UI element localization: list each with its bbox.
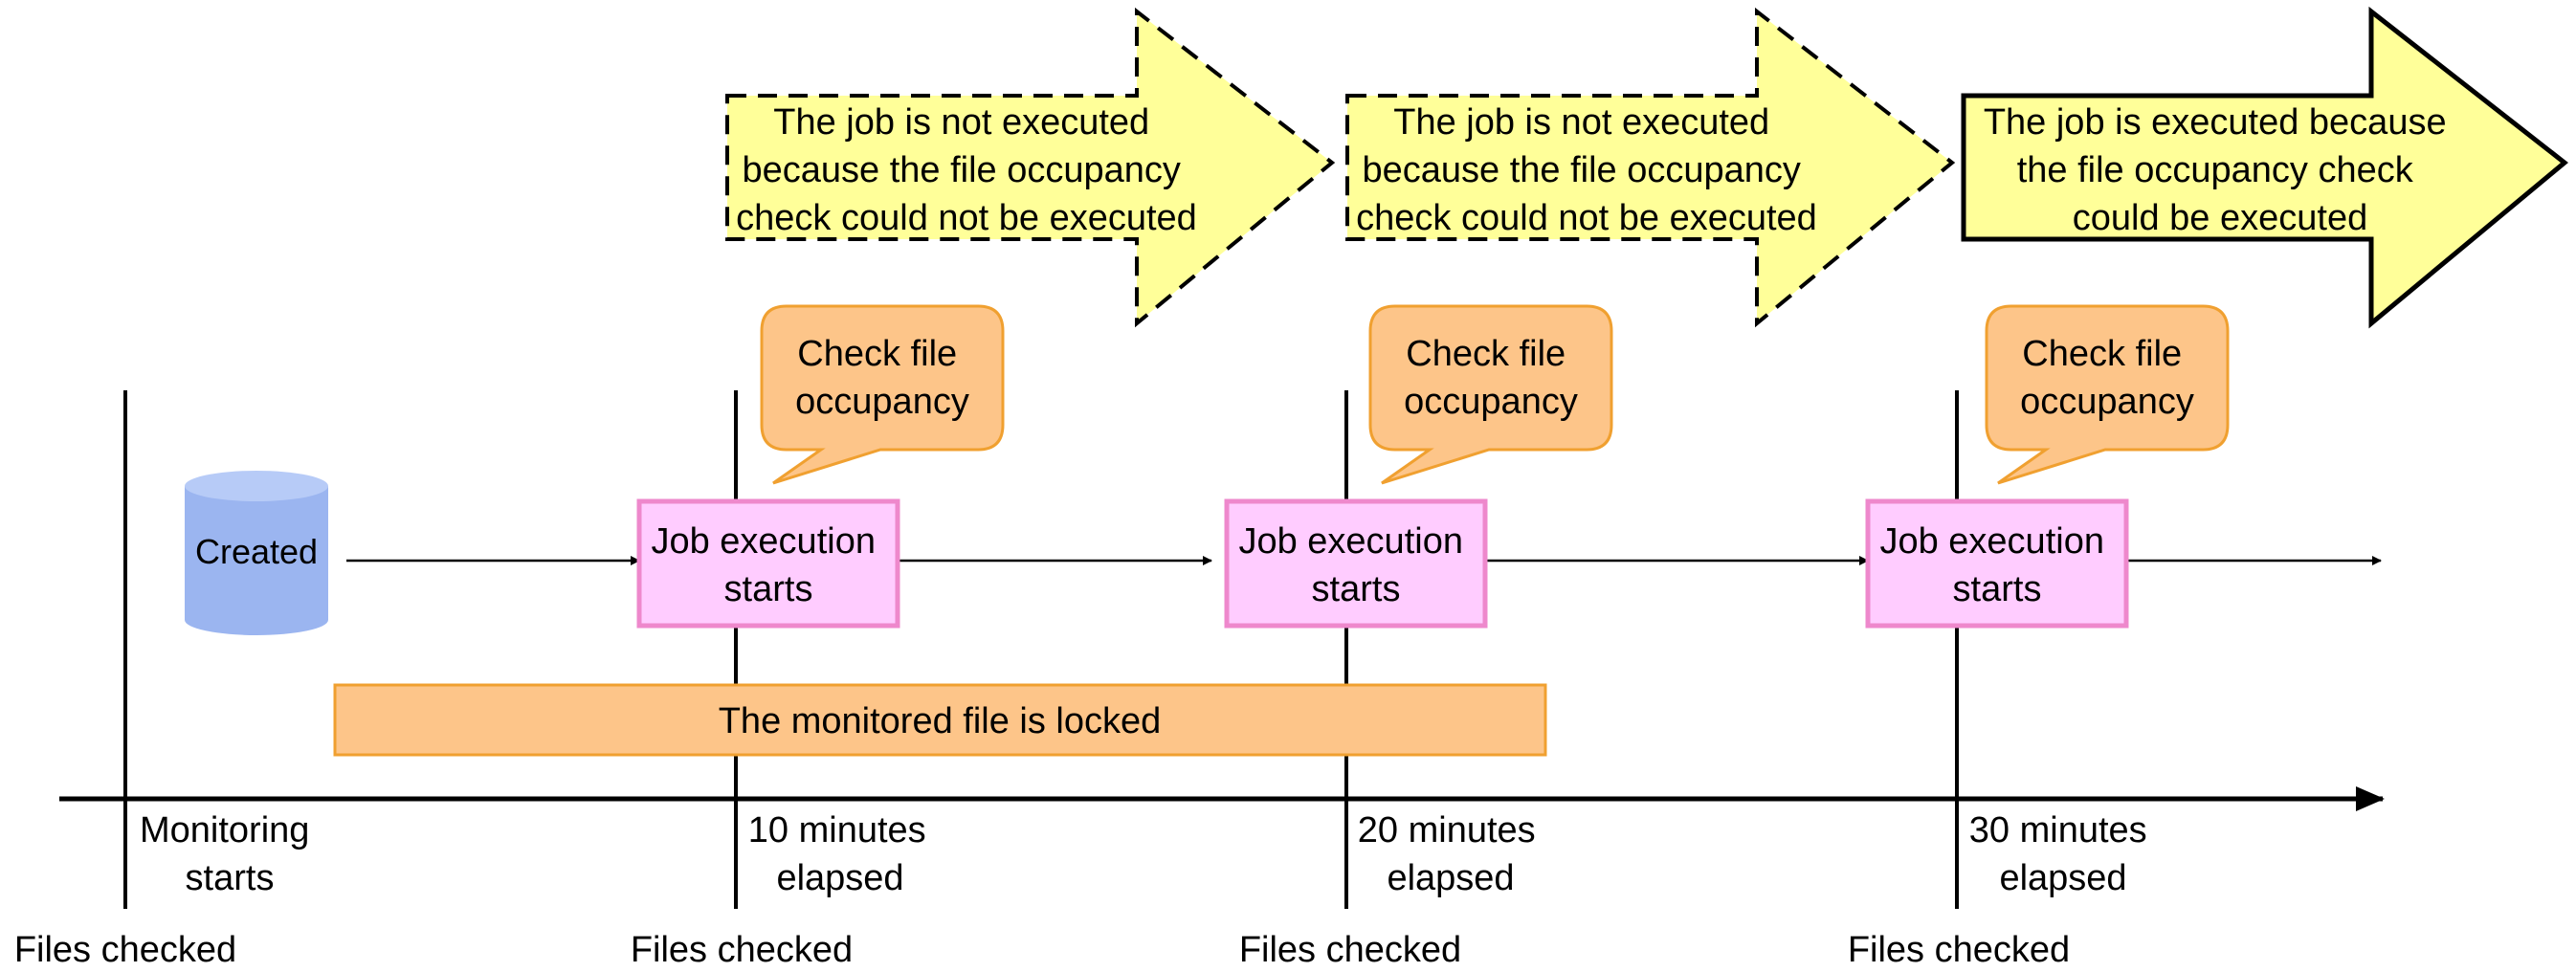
timeline-label-line: elapsed xyxy=(1999,858,2126,898)
timeline-label-line: starts xyxy=(186,858,275,898)
job-box-text-line: starts xyxy=(724,569,813,609)
job-box-shape xyxy=(636,498,900,629)
svg-text:Check file occupancy: Check file occupancy xyxy=(1404,334,1578,422)
callout-text-line: occupancy xyxy=(795,382,969,422)
timeline-label-line: 10 minutes xyxy=(748,810,926,850)
timeline-label-line: 30 minutes xyxy=(1969,810,2147,850)
outcome-arrow-text-line: the file occupancy check xyxy=(2017,150,2414,190)
job-box-shape xyxy=(1865,498,2129,629)
svg-text:The job is not executed: The job is not executed because the file… xyxy=(1356,102,1817,238)
callout-text-line: occupancy xyxy=(2020,382,2194,422)
outcome-arrow-2: The job is not executed because the file… xyxy=(1345,7,1956,328)
callout-1: Check file occupancy xyxy=(760,304,1005,485)
svg-text:20 minutes elapsed: 20 minutes elapsed xyxy=(1358,810,1545,898)
files-checked-label: Files checked xyxy=(1239,930,1461,970)
outcome-arrow-text-line: because the file occupancy xyxy=(1363,150,1801,190)
job-box-shape xyxy=(1224,498,1488,629)
locked-bar: The monitored file is locked xyxy=(333,683,1547,757)
svg-text:Monitoring starts: Monitoring starts xyxy=(140,810,320,898)
svg-text:Job execution starts: Job execution starts xyxy=(1879,521,2114,609)
timeline-label-line: Monitoring xyxy=(140,810,309,850)
callout-shape xyxy=(1368,304,1613,485)
file-created-label: Created xyxy=(195,532,318,571)
files-checked-label: Files checked xyxy=(631,930,853,970)
svg-text:The job is executed because: The job is executed because the file occ… xyxy=(1984,102,2456,238)
job-box-text-line: starts xyxy=(1953,569,2042,609)
svg-text:The job is not executed: The job is not executed because the file… xyxy=(736,102,1197,238)
timeline-label-line: 20 minutes xyxy=(1358,810,1536,850)
outcome-arrow-text-line: because the file occupancy xyxy=(743,150,1181,190)
callout-2: Check file occupancy xyxy=(1368,304,1613,485)
outcome-arrow-text-line: The job is not executed xyxy=(1393,102,1769,143)
cylinder-top xyxy=(185,471,328,501)
callout-shape xyxy=(1985,304,2230,485)
outcome-arrow-3: The job is executed because the file occ… xyxy=(1961,6,2568,329)
svg-text:30 minutes elapsed: 30 minutes elapsed xyxy=(1969,810,2157,898)
svg-text:10 minutes elapsed: 10 minutes elapsed xyxy=(748,810,936,898)
files-checked-label: Files checked xyxy=(14,930,236,970)
outcome-arrow-1: The job is not executed because the file… xyxy=(725,7,1336,328)
outcome-arrow-shape xyxy=(1345,7,1956,328)
job-box-1: Job execution starts xyxy=(636,498,900,629)
outcome-arrow-text-line: could be executed xyxy=(2073,198,2367,238)
outcome-arrow-shape xyxy=(725,7,1336,328)
locked-bar-shape xyxy=(333,683,1547,757)
callout-text-line: Check file xyxy=(1406,334,1566,374)
outcome-arrow-shape xyxy=(1961,6,2568,329)
callout-3: Check file occupancy xyxy=(1985,304,2230,485)
svg-text:Check file occupancy: Check file occupancy xyxy=(2020,334,2194,422)
callout-text-line: Check file xyxy=(2022,334,2182,374)
timeline-label-line: elapsed xyxy=(776,858,903,898)
timeline-label-line: elapsed xyxy=(1387,858,1514,898)
outcome-arrow-text-line: check could not be executed xyxy=(1356,198,1817,238)
outcome-arrow-text-line: check could not be executed xyxy=(736,198,1197,238)
cylinder-body xyxy=(185,486,328,635)
job-box-text-line: Job execution xyxy=(651,521,876,562)
job-box-text-line: Job execution xyxy=(1238,521,1463,562)
file-cylinder: Created xyxy=(185,471,328,635)
svg-text:Check file occupancy: Check file occupancy xyxy=(795,334,969,422)
svg-text:Job execution starts: Job execution starts xyxy=(1238,521,1473,609)
job-box-text-line: Job execution xyxy=(1879,521,2104,562)
job-box-2: Job execution starts xyxy=(1224,498,1488,629)
svg-text:Job execution starts: Job execution starts xyxy=(651,521,885,609)
outcome-arrow-text-line: The job is executed because xyxy=(1984,102,2447,143)
callout-shape xyxy=(760,304,1005,485)
job-box-3: Job execution starts xyxy=(1865,498,2129,629)
files-checked-label: Files checked xyxy=(1848,930,2070,970)
locked-bar-label: The monitored file is locked xyxy=(719,701,1162,741)
job-box-text-line: starts xyxy=(1312,569,1401,609)
outcome-arrow-text-line: The job is not executed xyxy=(773,102,1149,143)
callout-text-line: occupancy xyxy=(1404,382,1578,422)
callout-text-line: Check file xyxy=(797,334,957,374)
